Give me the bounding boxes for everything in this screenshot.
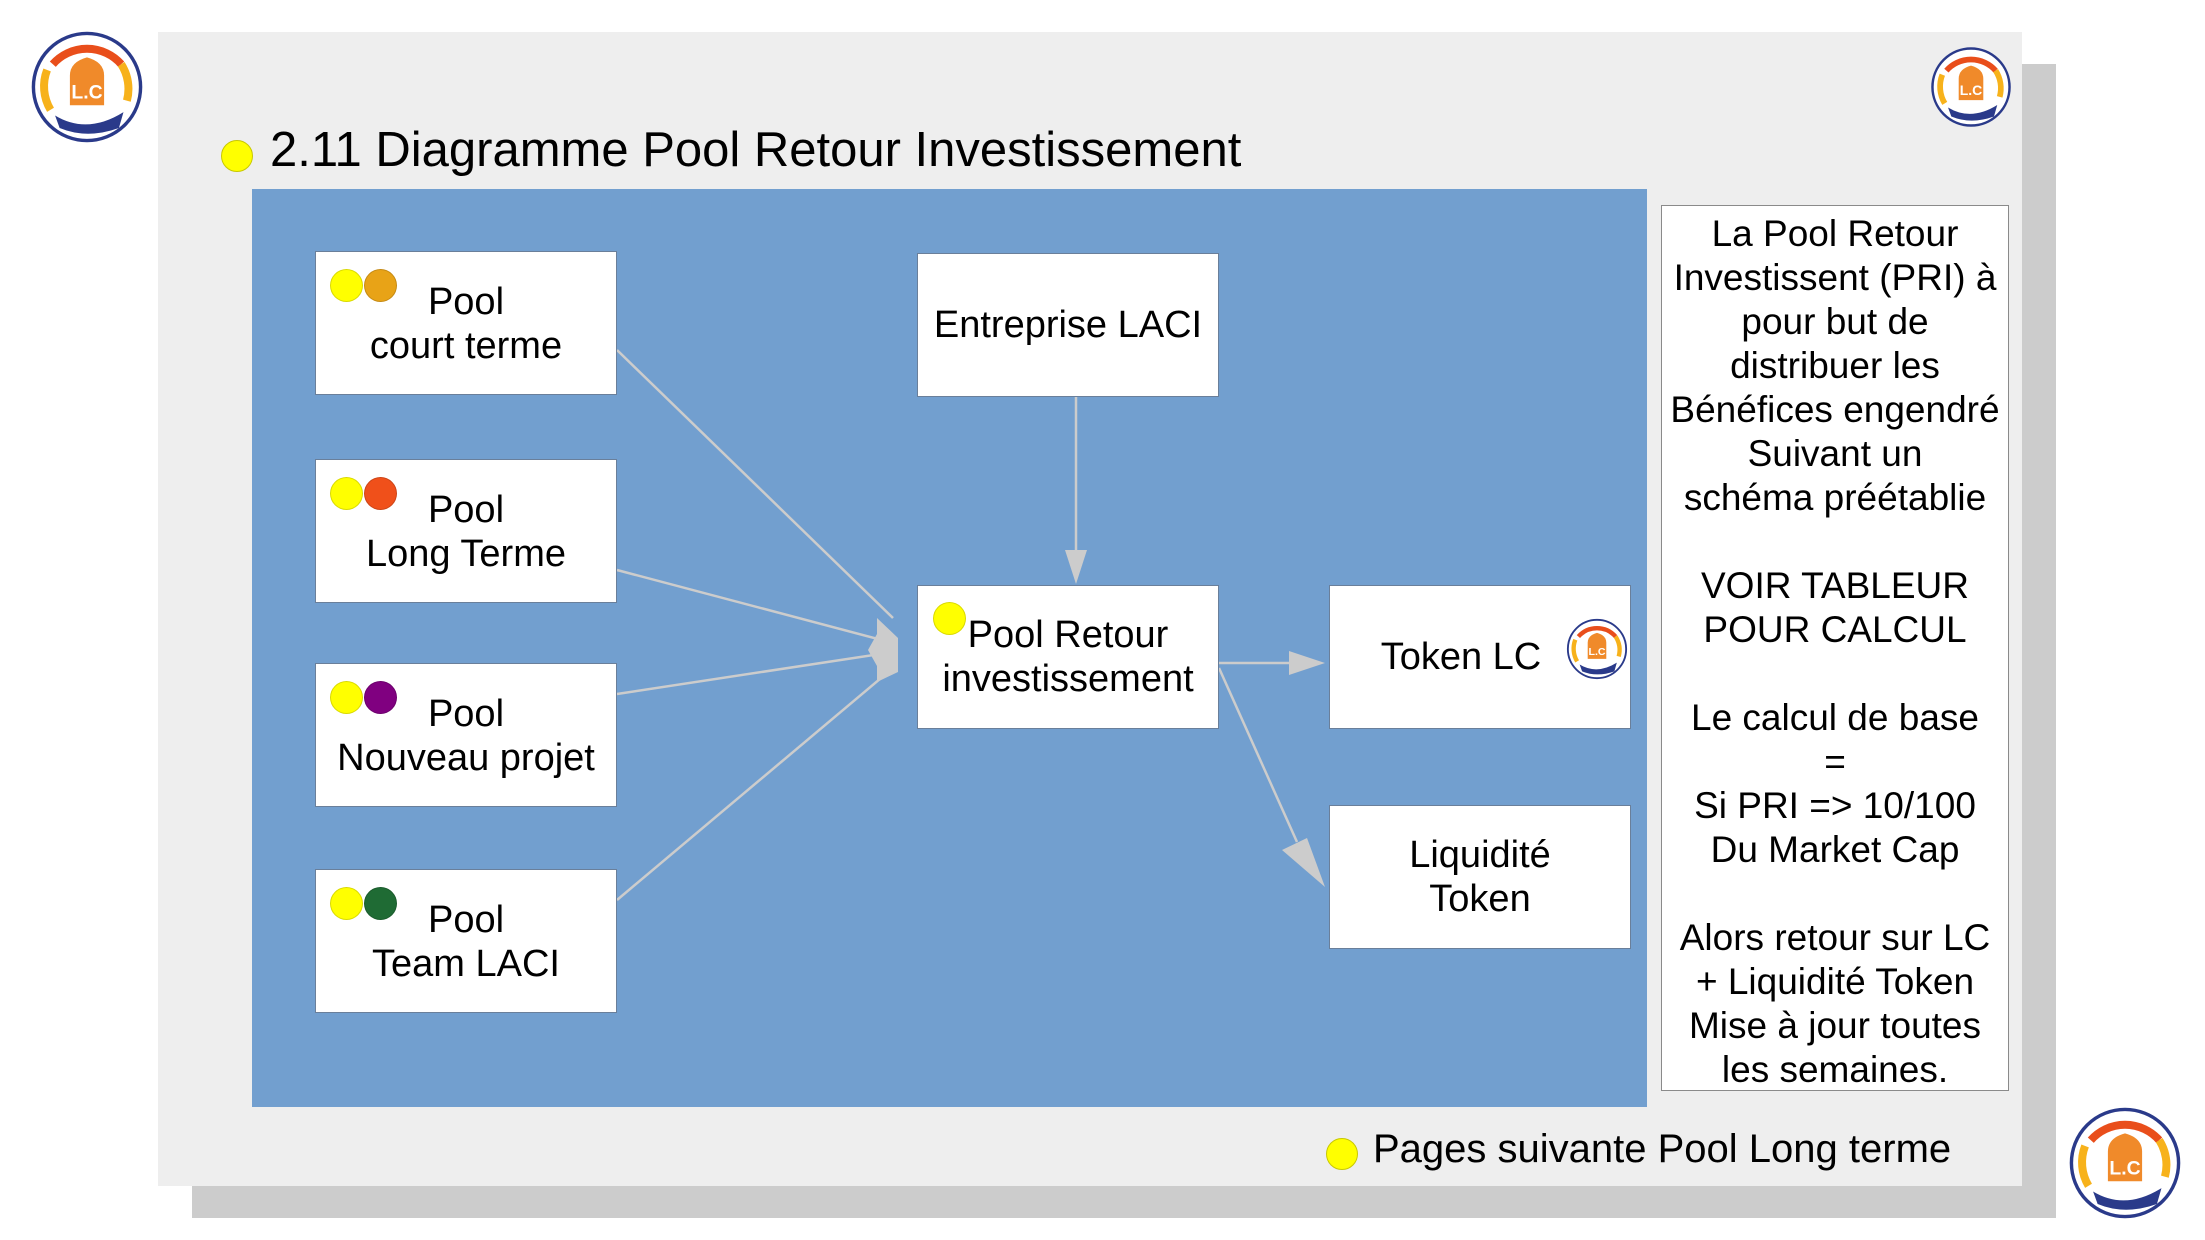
note-paragraph-1: La Pool Retour Investissent (PRI) à pour…	[1662, 212, 2008, 520]
token-label: Token LC	[1380, 636, 1542, 678]
lc-logo-icon: L.C	[1566, 618, 1628, 680]
center-line2: investissement	[942, 658, 1194, 700]
note-line: =	[1824, 741, 1846, 782]
lc-logo-icon: L.C	[2069, 1107, 2181, 1219]
pool-nouveau-projet-box: Pool Nouveau projet	[315, 663, 617, 807]
connector-team-laci	[616, 667, 894, 901]
company-box: Entreprise LACI	[917, 253, 1219, 397]
note-line: Si PRI => 10/100	[1694, 785, 1976, 826]
note-line: les semaines.	[1721, 1049, 1949, 1090]
note-paragraph-3: Le calcul de base = Si PRI => 10/100 Du …	[1662, 696, 2008, 872]
yellow-dot	[330, 887, 363, 920]
logo-top-left: L.C	[30, 30, 144, 144]
yellow-dot	[330, 269, 363, 302]
note-paragraph-4: Alors retour sur LC + Liquidité Token Mi…	[1662, 916, 2008, 1092]
token-lc-box: Token LC L.C	[1329, 585, 1631, 729]
footer-bullet-dot	[1326, 1138, 1358, 1170]
logo-bottom-right: L.C	[2068, 1106, 2182, 1220]
logo-top-right: L.C	[1930, 46, 2012, 128]
center-line1: Pool Retour	[967, 614, 1169, 656]
note-line: + Liquidité Token	[1695, 961, 1975, 1002]
arrowhead-right	[1289, 651, 1325, 675]
logo-label: L.C	[1960, 82, 1982, 98]
dark-green-dot	[364, 887, 397, 920]
note-line: schéma préétablie	[1683, 477, 1987, 518]
merge-arrowhead	[868, 618, 898, 682]
pool-team-laci-box: Pool Team LACI	[315, 869, 617, 1013]
liquidity-line2: Token	[1429, 878, 1531, 920]
logo-label: L.C	[1589, 646, 1606, 658]
note-line: Mise à jour toutes	[1688, 1005, 1982, 1046]
note-line: Suivant un	[1747, 433, 1923, 474]
title-bullet-dot	[221, 140, 253, 172]
note-line: distribuer les	[1730, 345, 1940, 386]
arrowhead-down-right	[1282, 838, 1325, 887]
lc-logo-icon: L.C	[31, 31, 143, 143]
pool-long-terme-line1: Pool	[427, 489, 505, 531]
pool-court-terme-box: Pool court terme	[315, 251, 617, 395]
connector-nouveau-projet	[616, 650, 894, 696]
lc-logo-icon: L.C	[1931, 47, 2011, 127]
note-line: Du Market Cap	[1710, 829, 1960, 870]
pool-team-laci-line2: Team LACI	[372, 943, 560, 985]
logo-label: L.C	[71, 81, 102, 103]
pool-long-terme-box: Pool Long Terme	[315, 459, 617, 603]
red-orange-dot	[364, 477, 397, 510]
pool-retour-investissement-box: Pool Retour investissement	[917, 585, 1219, 729]
note-line: POUR CALCUL	[1703, 609, 1967, 650]
liquidity-token-box: Liquidité Token	[1329, 805, 1631, 949]
pool-nouveau-projet-line2: Nouveau projet	[337, 737, 595, 779]
explanation-note: La Pool Retour Investissent (PRI) à pour…	[1661, 205, 2009, 1091]
page-title: 2.11 Diagramme Pool Retour Investissemen…	[270, 123, 1242, 177]
note-line: La Pool Retour	[1711, 213, 1959, 254]
arrowhead-down	[1065, 550, 1087, 584]
liquidity-line1: Liquidité	[1409, 834, 1551, 876]
purple-dot	[364, 681, 397, 714]
yellow-dot	[330, 477, 363, 510]
yellow-dot	[933, 602, 966, 635]
note-paragraph-2: VOIR TABLEUR POUR CALCUL	[1662, 564, 2008, 652]
note-line: Le calcul de base	[1691, 697, 1979, 738]
note-line: VOIR TABLEUR	[1701, 565, 1969, 606]
yellow-dot	[330, 681, 363, 714]
orange-dot	[364, 269, 397, 302]
logo-label: L.C	[2109, 1157, 2140, 1179]
company-label: Entreprise LACI	[933, 304, 1203, 346]
note-line: Investissent (PRI) à	[1673, 257, 1997, 298]
pool-team-laci-line1: Pool	[427, 899, 505, 941]
note-line: pour but de	[1741, 301, 1929, 342]
pool-long-terme-line2: Long Terme	[366, 533, 566, 575]
footer-next-page-text: Pages suivante Pool Long terme	[1373, 1127, 1952, 1171]
pool-nouveau-projet-line1: Pool	[427, 693, 505, 735]
pool-court-terme-line2: court terme	[369, 325, 563, 367]
connector-long-terme	[616, 568, 894, 645]
note-line: Alors retour sur LC	[1679, 917, 1991, 958]
pool-court-terme-line1: Pool	[427, 281, 505, 323]
connector-pool-to-liquidity	[1217, 667, 1299, 843]
connector-court-terme	[616, 349, 894, 619]
note-line: Bénéfices engendré	[1670, 389, 2000, 430]
